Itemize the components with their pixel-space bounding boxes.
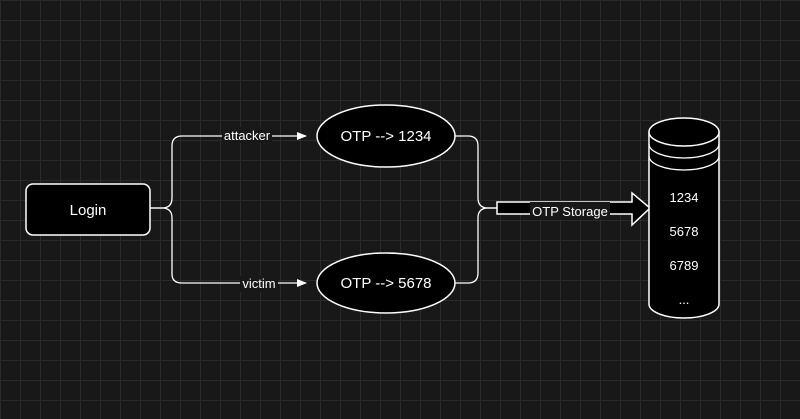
edge-label-victim: victim — [242, 276, 275, 291]
storage-value: ... — [679, 292, 690, 307]
login-node-label: Login — [70, 202, 107, 219]
otp-storage-database — [648, 117, 720, 319]
otp-storage-label: OTP Storage — [532, 204, 608, 219]
edge-merge-top — [455, 135, 497, 209]
edge-attacker — [150, 132, 307, 209]
edge-victim — [150, 207, 307, 287]
attacker-label-bg — [222, 127, 272, 143]
otp-victim-node — [316, 252, 456, 314]
login-node — [25, 183, 151, 236]
storage-value: 1234 — [670, 190, 699, 205]
otp-attacker-node — [316, 104, 456, 168]
otp-attacker-label: OTP --> 1234 — [340, 128, 431, 145]
edge-merge-bottom — [455, 207, 497, 284]
otp-victim-label: OTP --> 5678 — [340, 275, 431, 292]
storage-arrow-label-bg — [530, 202, 610, 219]
victim-label-bg — [240, 276, 278, 292]
storage-value: 5678 — [670, 224, 699, 239]
edge-label-attacker: attacker — [224, 128, 271, 143]
storage-value: 6789 — [670, 258, 699, 273]
